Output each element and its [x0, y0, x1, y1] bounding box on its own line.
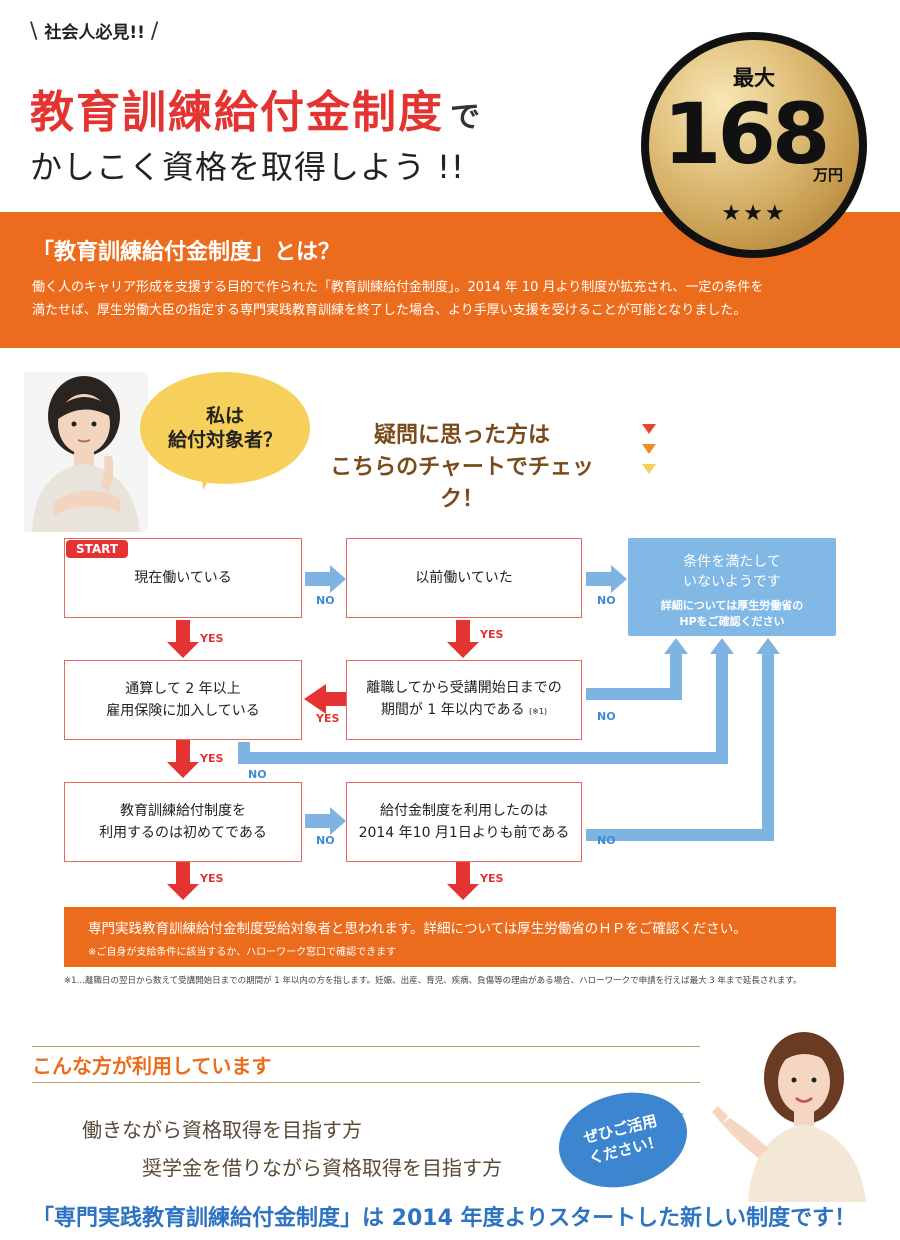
label-yes: YES: [200, 752, 224, 765]
box-insurance-line-2: 雇用保険に加入している: [106, 703, 260, 719]
result-main: 専門実践教育訓練給付金制度受給対象者と思われます。詳細については厚生労働省のＨＰ…: [88, 921, 747, 937]
not-eligible-main: 条件を満たして いないようです: [628, 552, 836, 592]
divider-top: [32, 1046, 700, 1047]
pointing-woman-illustration: [712, 1032, 866, 1202]
box-before-2014-line-1: 給付金制度を利用したのは: [380, 803, 548, 819]
medal-unit: 万円: [812, 166, 843, 184]
user-type-1: 働きながら資格取得を目指す方: [82, 1118, 362, 1142]
box-currently-working-label: 現在働いている: [134, 570, 232, 586]
box-first-time-use: 教育訓練給付制度を 利用するのは初めてである: [64, 782, 302, 862]
medal-amount: 168: [663, 85, 830, 183]
box-previously-worked: 以前働いていた: [346, 538, 582, 618]
intro-body: 働く人のキャリア形成を支援する目的で作られた「教育訓練給付金制度」。2014 年…: [32, 276, 872, 322]
not-eligible-sub: 詳細については厚生労働省の HPをご確認ください: [628, 598, 836, 630]
sub-title: かしこく資格を取得しよう !!: [30, 148, 465, 186]
users-heading: こんな方が利用しています: [32, 1054, 272, 1078]
main-title-text: 教育訓練給付金制度: [30, 87, 444, 138]
label-yes: YES: [480, 628, 504, 641]
tagline-slash-right: /: [150, 19, 159, 44]
divider-bottom: [32, 1082, 700, 1083]
tagline-slash-left: \: [30, 19, 45, 44]
box-within-one-year-line-1: 離職してから受講開始日までの: [366, 680, 562, 696]
main-title-suffix: で: [450, 100, 482, 135]
box-insurance-text: 通算して 2 年以上 雇用保険に加入している: [106, 678, 260, 722]
label-yes: YES: [316, 712, 340, 725]
bubble-text: 私は 給付対象者？: [168, 404, 282, 452]
intro-heading: 「教育訓練給付金制度」とは？: [32, 240, 341, 265]
box-within-one-year-text: 離職してから受講開始日までの 期間が 1 年以内である (※1): [366, 677, 562, 723]
max-amount-medal: 最大 168 万円 ★★★: [641, 32, 867, 258]
medal-stars-icon: ★★★: [721, 201, 787, 226]
bubble2-text: ぜひご活用 ください！: [582, 1111, 665, 1170]
label-no: NO: [597, 834, 616, 847]
label-yes: YES: [480, 872, 504, 885]
intro-line-1: 働く人のキャリア形成を支援する目的で作られた「教育訓練給付金制度」。2014 年…: [32, 280, 764, 295]
not-eligible-line-1: 条件を満たして: [683, 554, 781, 570]
label-no: NO: [597, 710, 616, 723]
box-first-time-line-2: 利用するのは初めてである: [99, 825, 267, 841]
box-previously-worked-label: 以前働いていた: [415, 570, 513, 586]
chart-prompt: 疑問に思った方は こちらのチャートでチェック！: [312, 420, 612, 516]
footnote: ※1…離職日の翌日から数えて受講開始日までの期間が 1 年以内の方を指します。妊…: [64, 976, 802, 986]
box-within-one-year: 離職してから受講開始日までの 期間が 1 年以内である (※1): [346, 660, 582, 740]
box-within-one-year-line-2: 期間が 1 年以内である (※1): [366, 699, 562, 723]
eligibility-question-bubble: 私は 給付対象者？: [140, 372, 310, 484]
main-title: 教育訓練給付金制度で: [30, 76, 482, 140]
box-within-one-year-line-2-text: 期間が 1 年以内である: [380, 702, 525, 718]
final-message: 「専門実践教育訓練給付金制度」は 2014 年度よりスタートした新しい制度です！: [32, 1206, 857, 1231]
thinking-woman-illustration: [24, 372, 148, 532]
label-no: NO: [316, 594, 335, 607]
label-no: NO: [597, 594, 616, 607]
label-yes: YES: [200, 872, 224, 885]
triangle-down-icon: [642, 424, 656, 434]
label-no: NO: [316, 834, 335, 847]
box-before-2014: 給付金制度を利用したのは 2014 年10 月1日よりも前である: [346, 782, 582, 862]
box-first-time-text: 教育訓練給付制度を 利用するのは初めてである: [99, 800, 267, 844]
box-insurance-2-years: 通算して 2 年以上 雇用保険に加入している: [64, 660, 302, 740]
not-eligible-sub-2: HPをご確認ください: [679, 615, 785, 628]
tagline-text: 社会人必見!!: [44, 23, 145, 43]
medal-top-label: 最大: [733, 66, 775, 90]
intro-line-2: 満たせば、厚生労働大臣の指定する専門実践教育訓練を終了した場合、より手厚い支援を…: [32, 303, 747, 318]
result-eligible-box: 専門実践教育訓練給付金制度受給対象者と思われます。詳細については厚生労働省のＨＰ…: [64, 907, 836, 967]
box-not-eligible: 条件を満たして いないようです 詳細については厚生労働省の HPをご確認ください: [628, 538, 836, 636]
box-first-time-line-1: 教育訓練給付制度を: [119, 803, 246, 819]
not-eligible-line-2: いないようです: [683, 574, 781, 590]
box-before-2014-text: 給付金制度を利用したのは 2014 年10 月1日よりも前である: [359, 800, 570, 844]
not-eligible-sub-1: 詳細については厚生労働省の: [660, 599, 804, 612]
box-before-2014-line-2: 2014 年10 月1日よりも前である: [358, 825, 570, 841]
triangle-down-icon: [642, 444, 656, 454]
label-yes: YES: [200, 632, 224, 645]
medal-face: 最大 168 万円 ★★★: [649, 40, 859, 250]
box-insurance-line-1: 通算して 2 年以上: [125, 681, 241, 697]
box-within-one-year-note: (※1): [529, 707, 548, 716]
bubble-line-2: 給付対象者？: [167, 429, 282, 451]
triangle-down-icon: [642, 464, 656, 474]
result-sub: ※ご自身が支給条件に該当するか、ハローワーク窓口で確認できます: [88, 947, 397, 958]
start-badge: START: [66, 540, 129, 558]
chart-prompt-line-2: こちらのチャートでチェック！: [330, 455, 594, 512]
user-type-2: 奨学金を借りながら資格取得を目指す方: [142, 1156, 502, 1180]
chart-prompt-line-1: 疑問に思った方は: [373, 423, 550, 448]
bubble-line-1: 私は: [205, 405, 244, 427]
label-no: NO: [248, 768, 267, 781]
tagline: \ 社会人必見!! /: [30, 18, 158, 44]
